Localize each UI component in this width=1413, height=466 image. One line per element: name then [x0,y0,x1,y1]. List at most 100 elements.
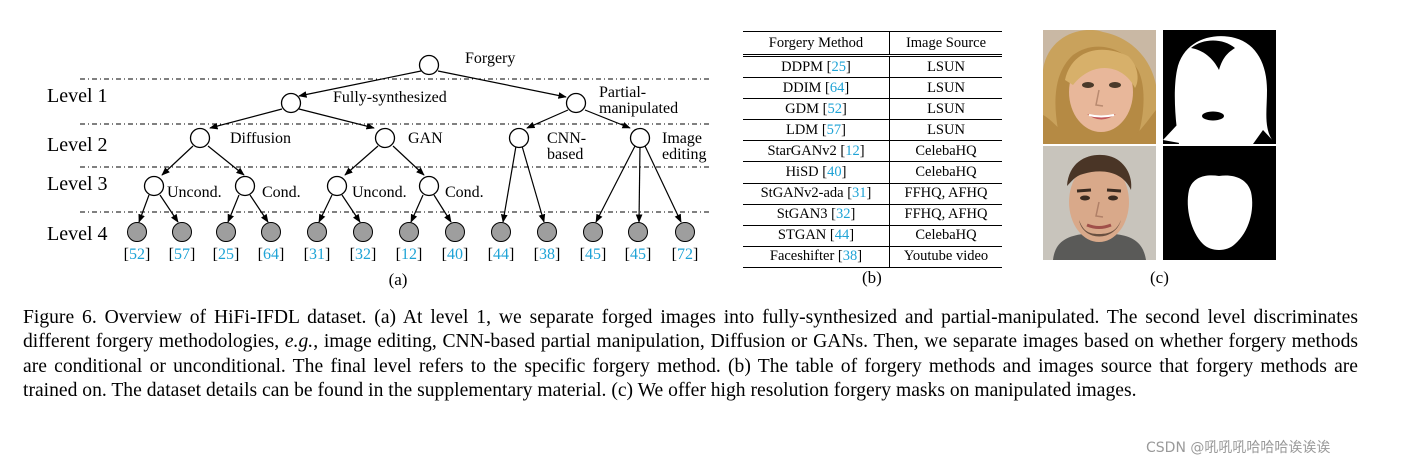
node-partial-manipulated [565,92,587,114]
tree-edges [138,70,682,223]
node-gan [374,127,396,149]
level-3-label: Level 3 [47,173,108,195]
cell-forgery-method: HiSD [40] [743,161,890,184]
node-image-editing [629,127,651,149]
node-fully-synthesized [280,92,302,114]
csdn-watermark: CSDN @吼吼吼哈哈哈诶诶诶 [1146,440,1331,456]
cell-forgery-method: LDM [57] [743,119,890,142]
leaf-node [399,222,419,242]
cell-forgery-method: DDIM [64] [743,77,890,100]
leaf-references: [52] [57] [25] [64] [31] [32] [12] [40] [44] [38]… [124,246,699,263]
cell-image-source: FFHQ, AFHQ [889,204,1002,226]
leaf-reference: [52] [124,246,151,263]
leaf-reference: [40] [442,246,469,263]
node-diffusion-cond [234,175,256,197]
label-fully-synthesized: Fully-synthesized [333,89,447,106]
cell-forgery-method: StarGANv2 [12] [743,140,890,163]
cell-image-source: CelebaHQ [889,161,1002,184]
leaf-node [172,222,192,242]
cell-image-source: Youtube video [889,246,1002,268]
leaf-node [583,222,603,242]
forgery-mask-2 [1163,146,1276,260]
leaf-node [353,222,373,242]
node-diffusion [189,127,211,149]
cell-image-source: LSUN [889,119,1002,142]
node-diffusion-uncond [143,175,165,197]
label-partial-line2: manipulated [599,100,678,117]
leaf-reference: [45] [625,246,652,263]
table-row: StarGANv2 [12]CelebaHQ [743,140,1002,163]
label-gan: GAN [408,130,443,147]
leaf-reference: [57] [169,246,196,263]
leaf-reference: [72] [672,246,699,263]
cell-forgery-method: GDM [52] [743,98,890,121]
cell-image-source: LSUN [889,55,1002,79]
label-edit-line2: editing [662,146,706,163]
label-uncond-diffusion: Uncond. [167,184,222,201]
hierarchy-tree: Level 1 Level 2 Level 3 Level 4 [47,50,712,289]
subfigure-b-label: (b) [862,268,882,287]
cell-image-source: FFHQ, AFHQ [889,183,1002,205]
label-uncond-gan: Uncond. [352,184,407,201]
table-row: Faceshifter [38]Youtube video [743,246,1002,268]
table-row: HiSD [40]CelebaHQ [743,161,1002,184]
header-forgery-method: Forgery Method [743,31,890,57]
level-separators [80,78,712,213]
caption-part-2: , image editing, CNN-based partial manip… [23,331,1358,402]
table-row: GDM [52]LSUN [743,98,1002,121]
table-row: STGAN [44]CelebaHQ [743,225,1002,247]
cell-forgery-method: StGANv2-ada [31] [743,183,890,205]
cell-forgery-method: Faceshifter [38] [743,246,890,268]
node-gan-uncond [326,175,348,197]
node-cnn-based [508,127,530,149]
table-row: LDM [57]LSUN [743,119,1002,142]
level-1-label: Level 1 [47,85,108,107]
caption-eg: e.g. [284,331,314,353]
table-row: DDPM [25]LSUN [743,55,1002,79]
label-diffusion: Diffusion [230,130,291,147]
table-header-row: Forgery Method Image Source [743,31,1002,57]
label-cond-diffusion: Cond. [262,184,301,201]
cell-forgery-method: DDPM [25] [743,55,890,79]
cell-forgery-method: STGAN [44] [743,225,890,247]
table-row: StGAN3 [32]FFHQ, AFHQ [743,204,1002,226]
subfigure-a-label: (a) [389,270,408,289]
leaf-reference: [25] [213,246,240,263]
node-gan-cond [418,175,440,197]
table-row: StGANv2-ada [31]FFHQ, AFHQ [743,183,1002,205]
header-image-source: Image Source [889,31,1002,57]
cell-image-source: LSUN [889,77,1002,100]
leaf-reference: [38] [534,246,561,263]
forgery-method-table: Forgery Method Image Source DDPM [25]LSU… [743,31,1002,268]
leaf-node [445,222,465,242]
leaf-reference: [32] [350,246,377,263]
cell-image-source: CelebaHQ [889,140,1002,163]
label-cnn-line2: based [547,146,583,163]
leaf-node [491,222,511,242]
level-4-label: Level 4 [47,223,108,245]
face-image-man [1043,146,1156,260]
leaf-reference: [44] [488,246,515,263]
cell-forgery-method: StGAN3 [32] [743,204,890,226]
label-partial-line1: Partial- [599,84,646,101]
figure-caption: Figure 6. Overview of HiFi-IFDL dataset.… [23,306,1358,404]
leaf-node [307,222,327,242]
label-cond-gan: Cond. [445,184,484,201]
leaf-reference: [12] [396,246,423,263]
face-image-blonde-woman [1043,30,1156,144]
leaf-node [127,222,147,242]
label-cnn-line1: CNN- [547,130,586,147]
leaf-reference: [64] [258,246,285,263]
leaf-node [675,222,695,242]
leaf-node [537,222,557,242]
caption-part-1: Figure 6. Overview of HiFi-IFDL dataset.… [23,307,1358,353]
leaf-reference: [31] [304,246,331,263]
leaf-node [261,222,281,242]
level-2-label: Level 2 [47,134,108,156]
cell-image-source: LSUN [889,98,1002,121]
label-edit-line1: Image [662,130,702,147]
label-forgery: Forgery [465,50,515,67]
node-forgery [418,54,440,76]
table-row: DDIM [64]LSUN [743,77,1002,100]
forgery-mask-1 [1163,30,1276,144]
